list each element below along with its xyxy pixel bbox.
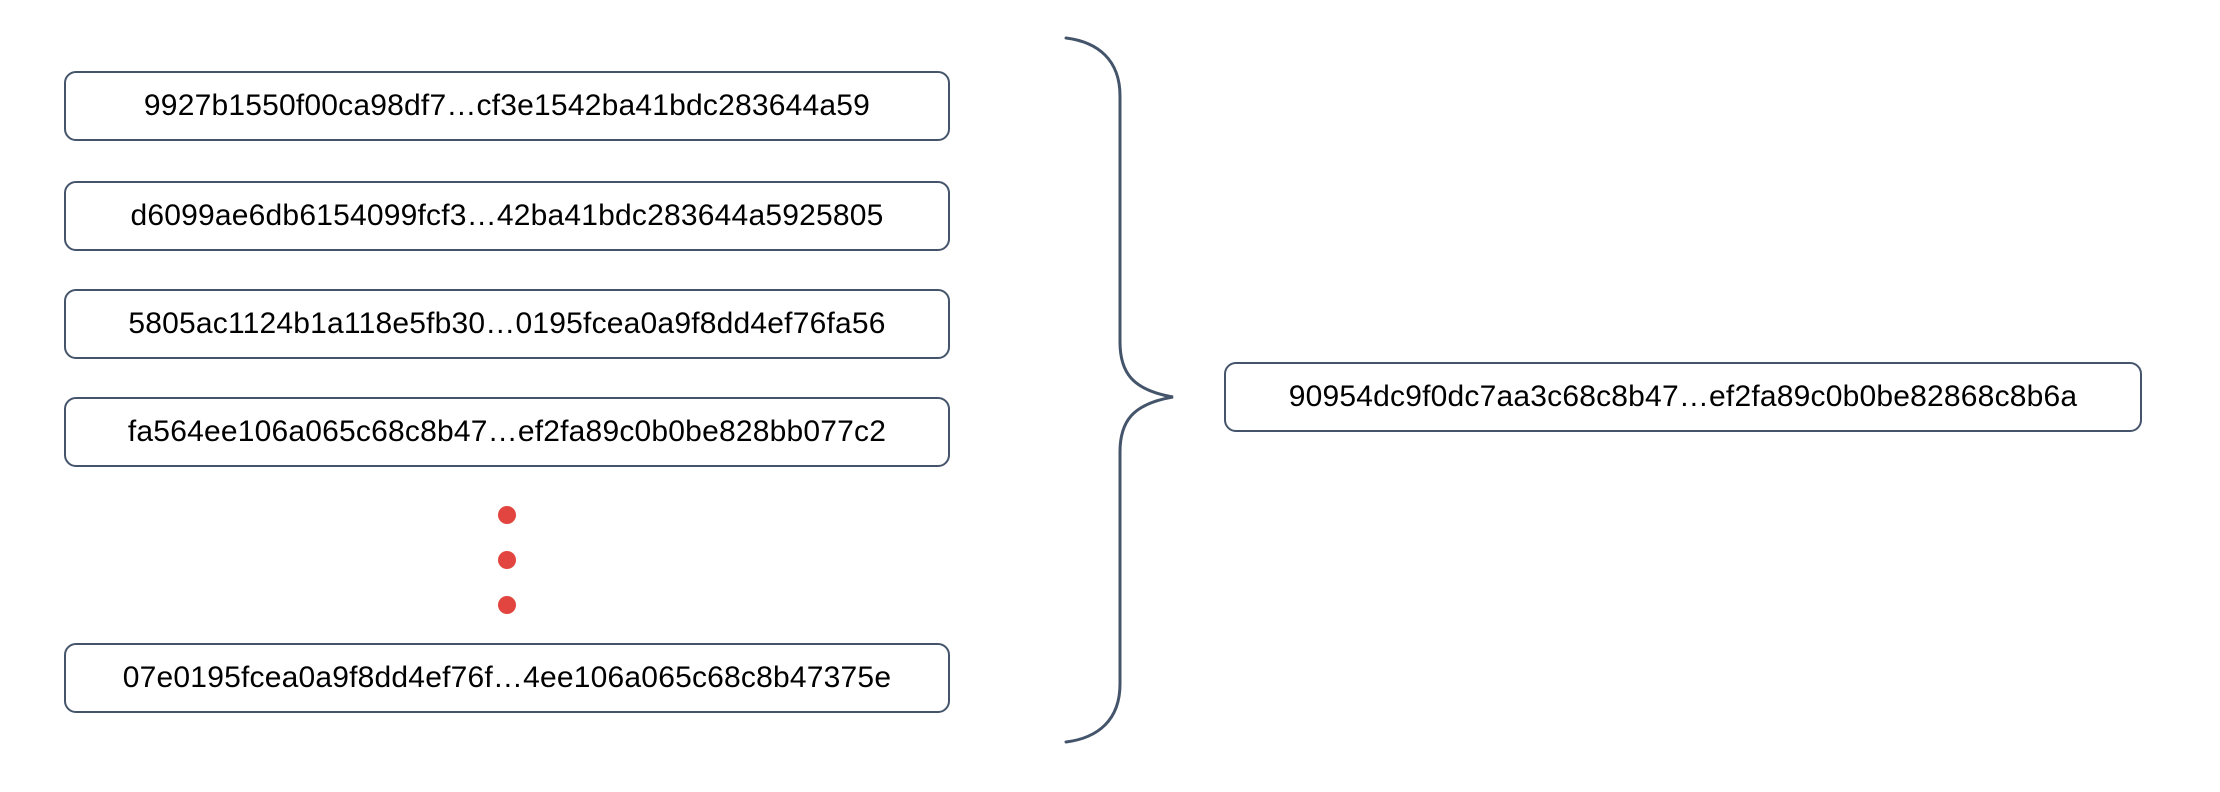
ellipsis-dot-icon [498, 506, 516, 524]
input-hash-text-2: d6099ae6db6154099fcf3…42ba41bdc283644a59… [130, 199, 884, 232]
ellipsis-dot-icon [498, 551, 516, 569]
vertical-ellipsis-icon [498, 506, 516, 614]
output-hash-text: 90954dc9f0dc7aa3c68c8b47…ef2fa89c0b0be82… [1288, 380, 2078, 413]
input-hash-box-4: fa564ee106a065c68c8b47…ef2fa89c0b0be828b… [64, 397, 950, 467]
output-hash-box: 90954dc9f0dc7aa3c68c8b47…ef2fa89c0b0be82… [1224, 362, 2142, 432]
input-hash-box-5: 07e0195fcea0a9f8dd4ef76f…4ee106a065c68c8… [64, 643, 950, 713]
input-hash-text-1: 9927b1550f00ca98df7…cf3e1542ba41bdc28364… [143, 89, 871, 122]
input-hash-text-3: 5805ac1124b1a118e5fb30…0195fcea0a9f8dd4e… [128, 307, 886, 340]
input-hash-box-3: 5805ac1124b1a118e5fb30…0195fcea0a9f8dd4e… [64, 289, 950, 359]
input-hash-box-2: d6099ae6db6154099fcf3…42ba41bdc283644a59… [64, 181, 950, 251]
ellipsis-dot-icon [498, 596, 516, 614]
input-hash-text-4: fa564ee106a065c68c8b47…ef2fa89c0b0be828b… [127, 415, 887, 448]
input-hash-box-1: 9927b1550f00ca98df7…cf3e1542ba41bdc28364… [64, 71, 950, 141]
input-hash-text-5: 07e0195fcea0a9f8dd4ef76f…4ee106a065c68c8… [122, 661, 892, 694]
